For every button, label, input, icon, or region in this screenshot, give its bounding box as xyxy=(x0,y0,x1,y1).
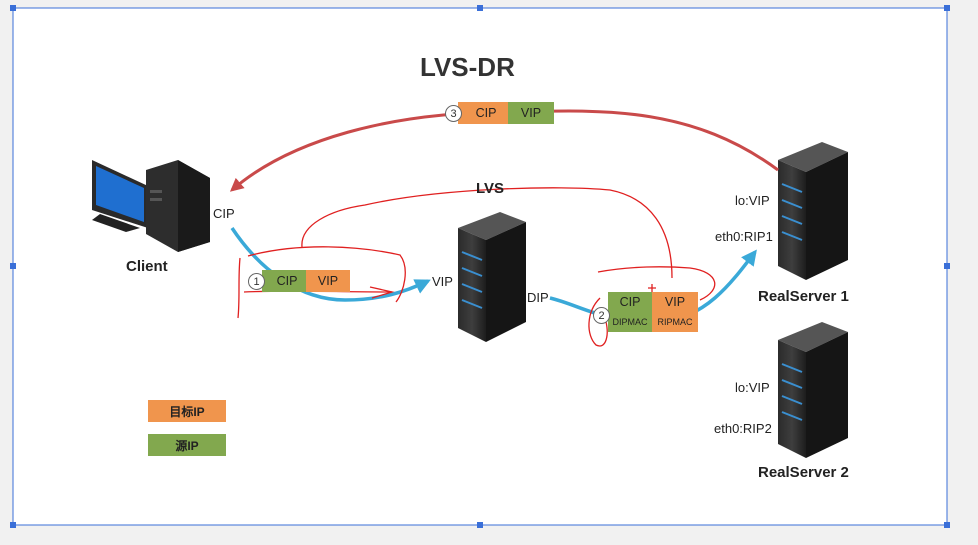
packet-1-number: 1 xyxy=(248,273,265,290)
packet-2-number: 2 xyxy=(593,307,610,324)
packet-1-src: CIP xyxy=(262,270,306,292)
lvs-label: LVS xyxy=(476,180,505,197)
packet-2-src: CIP xyxy=(608,292,652,312)
packet-1: CIP VIP xyxy=(262,270,350,292)
arrow-client-to-lvs xyxy=(230,227,431,302)
client-label: Client xyxy=(126,258,168,275)
packet-2-dst-mac: RIPMAC xyxy=(652,312,698,332)
realserver2-icon xyxy=(778,322,848,458)
rs2-eth0-label: eth0:RIP2 xyxy=(714,421,772,436)
packet-3-src: CIP xyxy=(458,102,508,124)
rs1-eth0-label: eth0:RIP1 xyxy=(715,229,773,244)
rs2-lo-label: lo:VIP xyxy=(735,380,770,395)
handwritten-annotations xyxy=(237,187,716,347)
lvs-server-icon xyxy=(458,212,526,342)
packet-3-dst: VIP xyxy=(508,102,554,124)
packet-3-number: 3 xyxy=(445,105,462,122)
rs2-name-label: RealServer 2 xyxy=(758,464,849,481)
packet-2: CIP VIP DIPMAC RIPMAC xyxy=(608,292,698,332)
diagram-title: LVS-DR xyxy=(420,52,515,82)
lvs-vip-label: VIP xyxy=(432,274,453,289)
packet-1-dst: VIP xyxy=(306,270,350,292)
packet-2-dst: VIP xyxy=(652,292,698,312)
client-cip-label: CIP xyxy=(213,206,235,221)
legend-dest-ip: 目标IP xyxy=(148,400,226,422)
packet-3: CIP VIP xyxy=(458,102,554,124)
rs1-lo-label: lo:VIP xyxy=(735,193,770,208)
packet-2-src-mac: DIPMAC xyxy=(608,312,652,332)
client-computer-icon xyxy=(92,160,210,252)
lvs-dip-label: DIP xyxy=(527,290,549,305)
legend-src-ip: 源IP xyxy=(148,434,226,456)
realserver1-icon xyxy=(778,142,848,280)
rs1-name-label: RealServer 1 xyxy=(758,288,849,305)
resize-handles[interactable] xyxy=(10,5,950,528)
